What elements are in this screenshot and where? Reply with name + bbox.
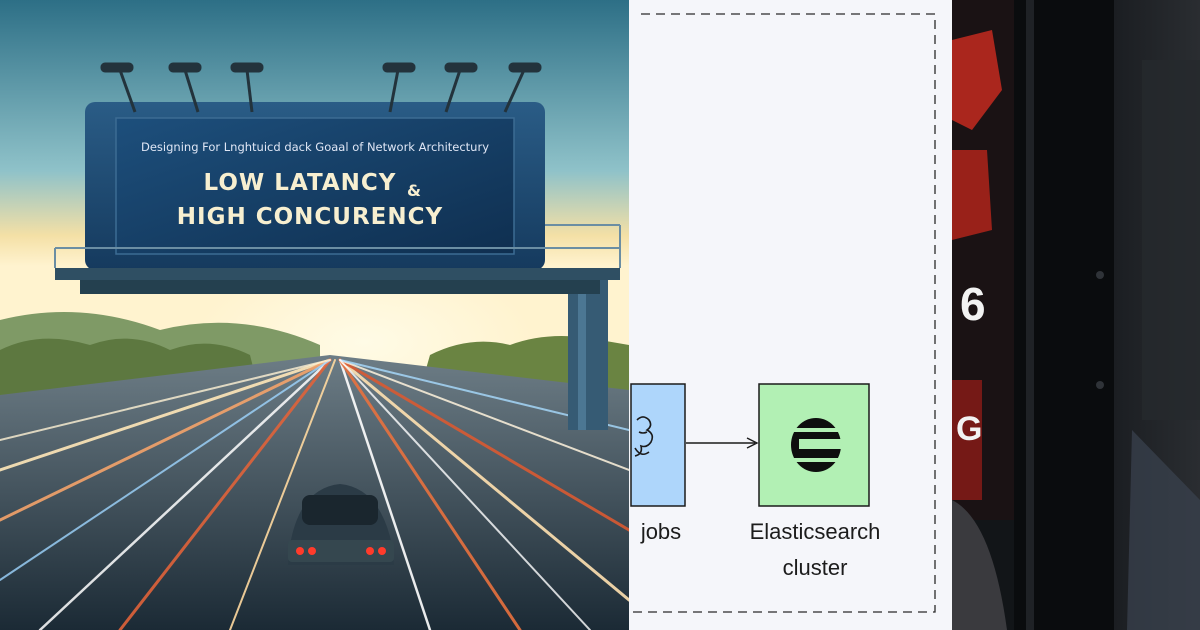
highway-scene: Designing For Lnghtuicd dack Goaal of Ne… xyxy=(0,0,629,630)
billboard-screen xyxy=(115,117,515,255)
arrow-head xyxy=(746,437,759,449)
elasticsearch-label-line2: cluster xyxy=(783,555,848,580)
poster-red-shape xyxy=(952,30,1002,130)
diagram-background xyxy=(629,0,952,630)
catwalk-railing xyxy=(54,224,621,268)
billboard-lamps xyxy=(100,62,542,113)
poster-number: 6 xyxy=(960,278,986,330)
jobs-node xyxy=(630,383,686,507)
storefront-photo: 6 G xyxy=(952,0,1200,630)
jobs-icon xyxy=(634,416,654,457)
highway-billboard-image: Designing For Lnghtuicd dack Goaal of Ne… xyxy=(0,0,629,630)
elasticsearch-label-line1: Elasticsearch xyxy=(750,519,881,544)
billboard-pillar xyxy=(568,280,608,430)
elasticsearch-icon xyxy=(791,418,845,472)
photo-scene: 6 G xyxy=(952,0,1200,630)
billboard-line2: HIGH CONCURENCY xyxy=(177,204,443,230)
sports-car xyxy=(288,484,394,565)
highway xyxy=(0,355,629,630)
poster-letter: G xyxy=(956,410,982,448)
billboard-ampersand: & xyxy=(407,181,421,200)
billboard-line1: LOW LATANCY xyxy=(204,170,397,196)
diagram-canvas: jobs Elasticsearch cluster xyxy=(629,0,952,630)
jacket-sleeve xyxy=(952,500,1007,630)
light-trails xyxy=(0,358,629,630)
dashed-group-border xyxy=(633,13,936,613)
architecture-diagram: jobs Elasticsearch cluster xyxy=(629,0,952,630)
jobs-label: jobs xyxy=(640,519,681,544)
billboard-catwalk xyxy=(55,268,620,280)
billboard-subtitle: Designing For Lnghtuicd dack Goaal of Ne… xyxy=(141,140,489,154)
